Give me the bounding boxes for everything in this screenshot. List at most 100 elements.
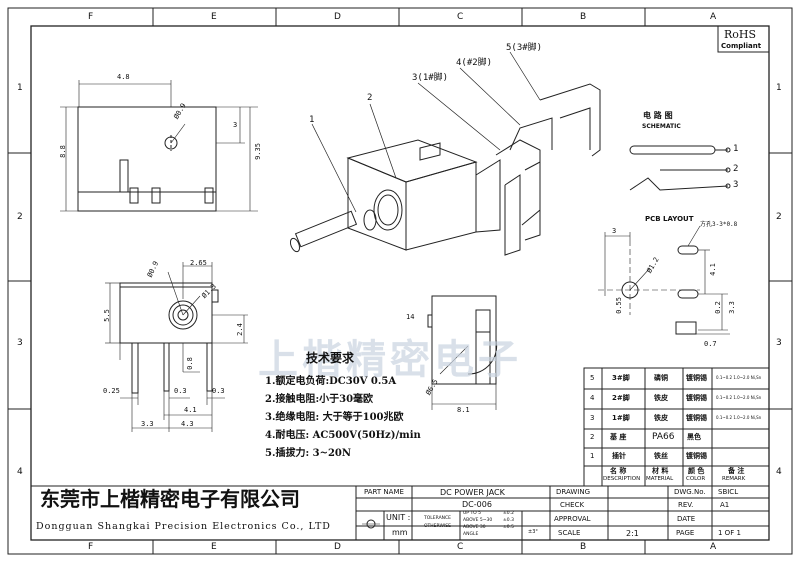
row-label-4-right: 4 — [776, 467, 782, 477]
callout-3: 3(1#脚) — [412, 73, 449, 83]
pcb-dim-0-55: 0.55 — [614, 297, 623, 314]
dim-top-8-8: 8.8 — [58, 145, 67, 158]
page-value: 1 OF 1 — [718, 529, 741, 537]
dim-top-3: 3 — [233, 121, 238, 129]
column-label-a-bottom: A — [710, 542, 717, 552]
rohs-label: RoHS — [724, 28, 757, 41]
tol-row-2-range: ABOVE 5~30 — [463, 518, 493, 523]
bom-row-2-name: 基 座 — [610, 433, 627, 441]
dim-front-4-3: 4.3 — [181, 420, 194, 428]
scale-label: SCALE — [558, 529, 581, 537]
bom-header-color-en: COLOR — [686, 476, 706, 482]
dim-front-0-8: 0.8 — [185, 357, 194, 370]
schematic-title: 电 路 图 — [643, 111, 673, 120]
bom-row-3-spec: 0.1~0.2 1.0~2.0 Ni,Sn — [716, 415, 762, 420]
column-label-f: F — [88, 12, 94, 22]
tol-row-3-range: ABOVE 30 — [463, 525, 486, 530]
unit-label: UNIT : — [386, 513, 411, 522]
tech-req-item-3: 3.绝缘电阻: 大于等于100兆欧 — [265, 412, 404, 423]
tol-row-3-value: ±0.5 — [503, 525, 514, 530]
bom-row-2-mat: PA66 — [652, 432, 675, 442]
bom-row-5-mat: 磷铜 — [654, 374, 668, 382]
approval-label: APPROVAL — [554, 515, 591, 523]
pcb-hole-note: 方孔3-3*0.8 — [700, 221, 738, 228]
dim-front-0-3a: 0.3 — [174, 387, 187, 395]
column-label-c-bottom: C — [457, 542, 464, 552]
part-number-value: DC-006 — [462, 500, 492, 509]
bom-row-4-name: 2#脚 — [612, 394, 630, 402]
bom-row-1-note: 镀铜锡 — [686, 452, 707, 460]
scale-value: 2:1 — [626, 529, 639, 538]
page-label: PAGE — [676, 529, 695, 537]
otherwise-label: OTHERWISE — [424, 524, 451, 529]
angle-tolerance: ±3° — [528, 529, 538, 535]
bom-row-4-no: 4 — [590, 394, 595, 402]
bom-row-4-note: 镀铜锡 — [686, 394, 707, 402]
bom-header-color: 颜 色 — [688, 467, 705, 475]
column-label-e: E — [211, 12, 217, 22]
bom-header-remark: 备 注 — [728, 467, 745, 475]
bom-header-mat: 材 料 — [652, 467, 669, 475]
company-name-cn: 东莞市上楷精密电子有限公司 — [40, 487, 300, 511]
tech-req-item-1: 1.额定电负荷:DC30V 0.5A — [265, 376, 397, 387]
callout-1: 1 — [309, 115, 315, 125]
bom-row-4-spec: 0.1~0.2 1.0~2.0 Ni,Sn — [716, 395, 762, 400]
column-label-f-bottom: F — [88, 542, 94, 552]
callout-5: 5(3#脚) — [506, 43, 543, 53]
pcb-dim-3-3: 3.3 — [727, 301, 736, 314]
column-label-d-bottom: D — [334, 542, 341, 552]
pcb-dim-0-2: 0.2 — [713, 301, 722, 314]
column-label-c: C — [457, 12, 464, 22]
row-label-2-right: 2 — [776, 212, 782, 222]
schematic-subtitle: SCHEMATIC — [642, 123, 681, 130]
callout-2: 2 — [367, 93, 373, 103]
dim-front-4-1: 4.1 — [184, 406, 197, 414]
company-watermark: 上楷精密电子 — [258, 337, 522, 383]
tolerance-label: TOLERANCE — [424, 516, 452, 521]
bom-row-5-spec: 0.1~0.2 1.0~2.0 Ni,Sn — [716, 375, 762, 380]
bom-row-3-note: 镀铜锡 — [686, 414, 707, 422]
schematic-pin-2: 2 — [733, 164, 739, 174]
tol-row-1-range: UP TO 5 — [463, 511, 482, 516]
pcb-dim-0-7: 0.7 — [704, 340, 717, 348]
dim-front-3-3: 3.3 — [141, 420, 154, 428]
bom-row-1-name: 插针 — [612, 452, 626, 460]
check-label: CHECK — [560, 501, 585, 509]
column-label-a: A — [710, 12, 717, 22]
tech-req-title: 技术要求 — [306, 351, 355, 365]
unit-value: mm — [392, 528, 408, 537]
tech-req-item-2: 2.接触电阻:小于30毫欧 — [265, 394, 374, 405]
dim-top-4-8: 4.8 — [117, 73, 130, 81]
column-label-b-bottom: B — [580, 542, 587, 552]
schematic-pin-1: 1 — [733, 144, 739, 154]
dwg-no-label: DWG.No. — [674, 488, 706, 496]
tol-row-1-value: ±0.2 — [503, 511, 514, 516]
part-name-label: PART NAME — [364, 488, 404, 496]
tech-req-item-4: 4.耐电压: AC500V(50Hz)/min — [265, 430, 421, 441]
bom-header-mat-en: MATERIAL — [646, 476, 674, 482]
column-label-e-bottom: E — [211, 542, 217, 552]
bom-row-5-no: 5 — [590, 374, 595, 382]
drawing-label: DRAWING — [556, 488, 591, 496]
bom-header-name: 名 称 — [610, 467, 627, 475]
dim-front-0-3b: 0.3 — [212, 387, 225, 395]
angle-label: ANGLE — [463, 532, 479, 537]
rohs-compliant-label: Compliant — [721, 42, 762, 50]
part-name-value: DC POWER JACK — [440, 488, 505, 497]
row-label-4: 4 — [17, 467, 23, 477]
row-label-3: 3 — [17, 338, 23, 348]
dim-side-14: 14 — [406, 313, 415, 321]
callout-4: 4(#2脚) — [456, 58, 493, 68]
bom-row-4-mat: 铁皮 — [654, 394, 668, 402]
dim-side-8-1: 8.1 — [457, 406, 470, 414]
row-label-3-right: 3 — [776, 338, 782, 348]
bom-header-name-en: DESCRIPTION — [603, 476, 641, 482]
row-label-2: 2 — [17, 212, 23, 222]
bom-row-3-no: 3 — [590, 414, 595, 422]
dwg-no-value: SBICL — [718, 488, 739, 496]
bom-row-2-no: 2 — [590, 433, 595, 441]
rev-value: A1 — [720, 501, 730, 509]
dim-front-2-4: 2.4 — [235, 323, 244, 336]
